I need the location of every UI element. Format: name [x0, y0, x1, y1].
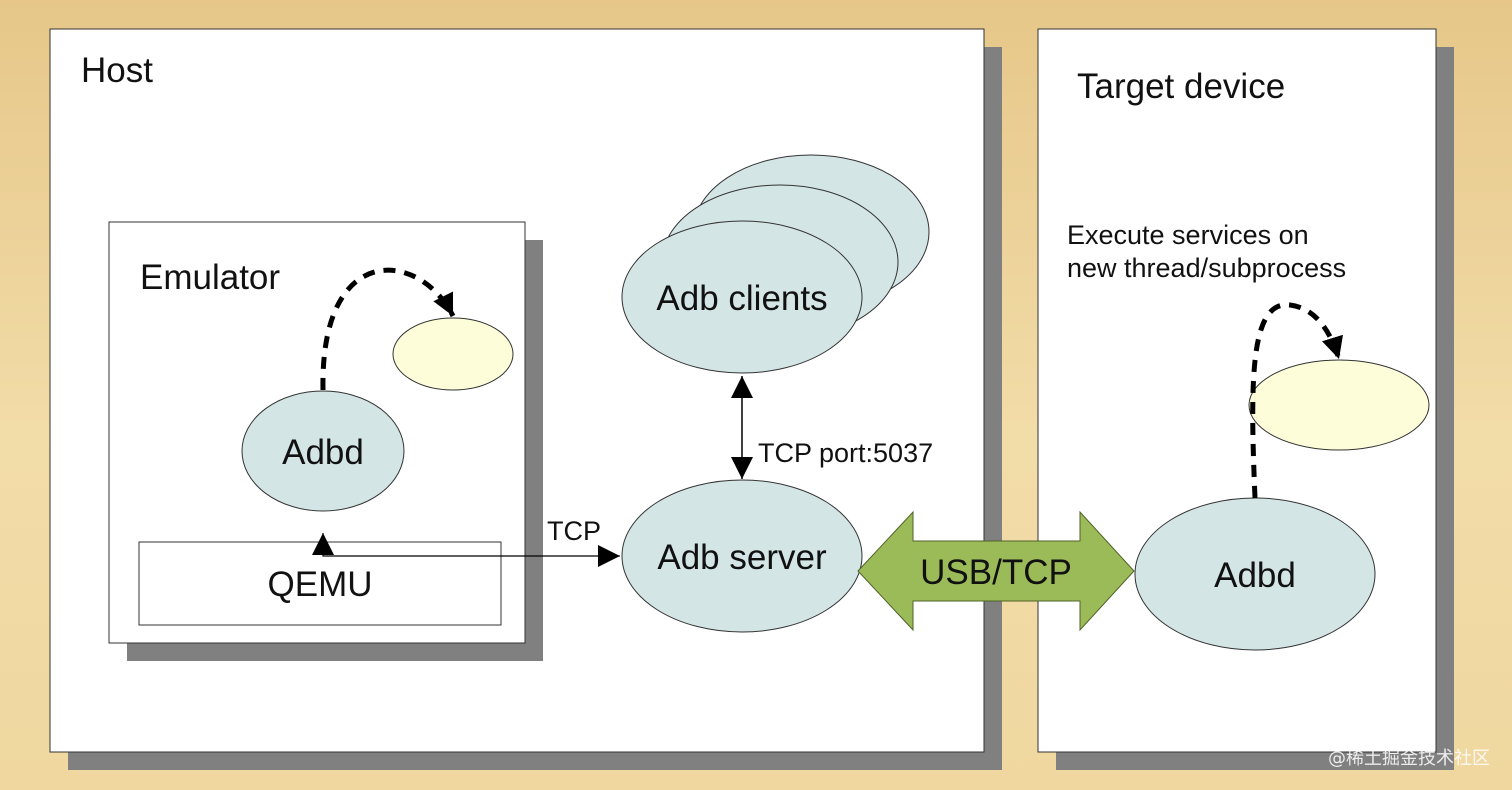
host-title: Host	[81, 51, 153, 90]
qemu-label: QEMU	[268, 565, 373, 604]
target-note-line1: Execute services on	[1067, 220, 1309, 250]
adb-clients-stack: Adb clients	[621, 154, 930, 374]
emulator-adbd-label: Adbd	[282, 433, 364, 472]
target-spawn-arrow	[1250, 302, 1343, 499]
watermark-text: @稀土掘金技术社区	[1328, 748, 1490, 769]
emulator-spawn-arrow	[320, 267, 456, 391]
emulator-tcp-link	[312, 533, 620, 567]
usb-tcp-double-arrow	[857, 510, 1135, 632]
emulator-service-node	[392, 317, 514, 391]
adb-clients-label: Adb clients	[656, 279, 827, 318]
emulator-box: Emulator QEMU	[108, 221, 543, 661]
emulator-title: Emulator	[140, 258, 280, 297]
tcp-label: TCP	[547, 516, 601, 546]
tcp-port-label: TCP port:5037	[758, 438, 933, 468]
adb-server-node	[621, 479, 863, 633]
emulator-adbd-node	[241, 390, 405, 512]
adb-server-label: Adb server	[657, 538, 827, 577]
target-adbd-label: Adbd	[1214, 556, 1296, 595]
usb-tcp-label: USB/TCP	[920, 553, 1072, 592]
target-title: Target device	[1077, 67, 1285, 106]
target-note-line2: new thread/subprocess	[1067, 253, 1346, 283]
target-service-node	[1248, 359, 1430, 451]
adb-client-front	[621, 220, 863, 374]
